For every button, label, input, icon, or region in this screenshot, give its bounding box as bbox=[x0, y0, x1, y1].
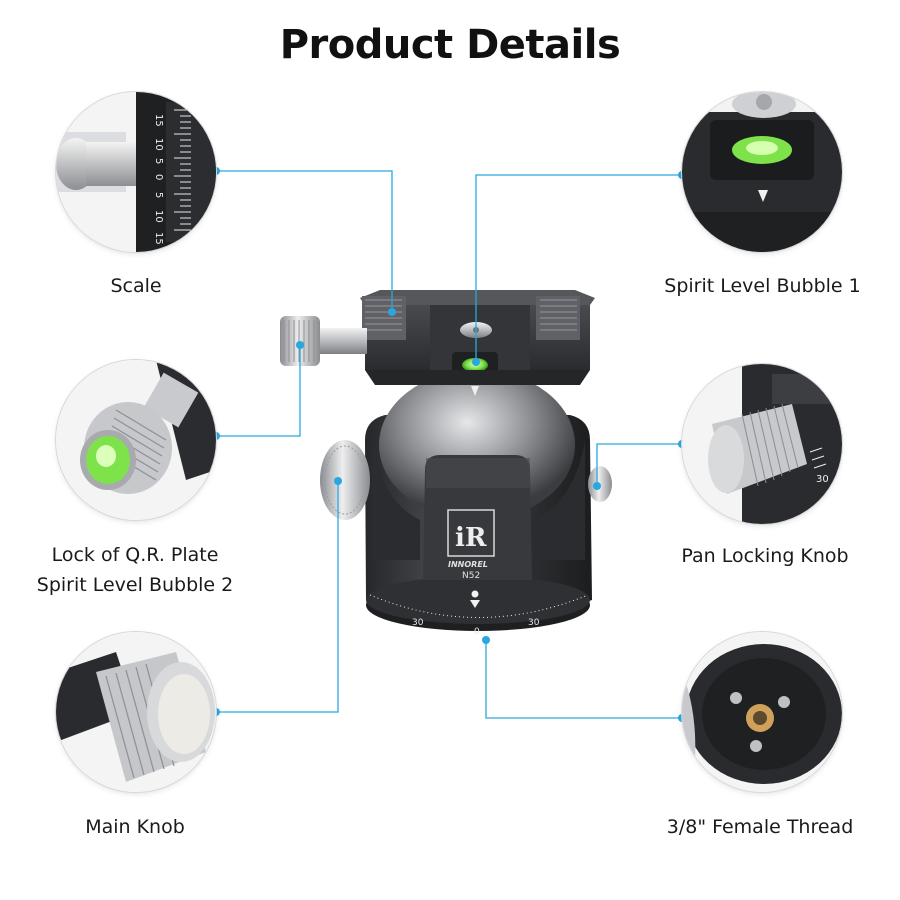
callout-dot-icon bbox=[593, 482, 601, 490]
scale-tick-15-top: 15 bbox=[153, 114, 164, 127]
label-main-knob: Main Knob bbox=[85, 816, 185, 838]
callout-dot-icon bbox=[472, 358, 480, 366]
detail-circle-pan-locking-knob: 30 bbox=[682, 364, 842, 524]
label-spirit-level-2: Spirit Level Bubble 2 bbox=[36, 574, 234, 596]
scale-tick-5-top: 5 bbox=[153, 158, 164, 164]
detail-circle-spirit-level-1 bbox=[682, 92, 842, 252]
label-spirit-level-1: Spirit Level Bubble 1 bbox=[664, 275, 861, 297]
callout-dot-icon bbox=[388, 308, 396, 316]
page-title: Product Details bbox=[279, 22, 621, 68]
callout-dot-icon bbox=[482, 636, 490, 644]
callout-dot-icon bbox=[296, 341, 304, 349]
label-pan-locking-knob: Pan Locking Knob bbox=[681, 545, 849, 567]
base-scale-center: 0 bbox=[474, 627, 480, 637]
brand-logo-text: iR bbox=[455, 523, 487, 553]
scale-tick-10-top: 10 bbox=[153, 138, 164, 151]
brand-name-text: INNOREL bbox=[448, 560, 488, 569]
label-lock-qr-plate: Lock of Q.R. Plate bbox=[51, 544, 219, 566]
label-female-thread: 3/8" Female Thread bbox=[666, 816, 854, 838]
detail-circle-main-knob bbox=[56, 632, 216, 792]
detail-circle-female-thread bbox=[682, 632, 842, 792]
scale-tick-15-bottom: 15 bbox=[153, 232, 164, 245]
base-scale-left: 30 bbox=[412, 618, 424, 628]
scale-tick-10-bottom: 10 bbox=[153, 210, 164, 223]
callout-dot-icon bbox=[334, 477, 342, 485]
detail-circle-lock-qr-plate bbox=[56, 360, 216, 520]
scale-tick-5-bottom: 5 bbox=[153, 192, 164, 198]
scale-tick-0: 0 bbox=[153, 174, 164, 180]
detail-circle-scale: 15 10 5 0 5 10 15 bbox=[56, 92, 216, 252]
base-scale-right: 30 bbox=[528, 618, 540, 628]
pan-knob-scale-tick: 30 bbox=[816, 474, 829, 485]
label-scale: Scale bbox=[110, 275, 162, 297]
model-text: N52 bbox=[462, 571, 480, 581]
